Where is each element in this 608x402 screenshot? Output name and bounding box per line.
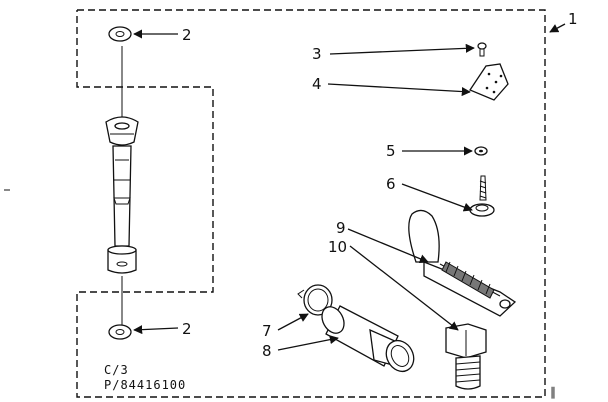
- callout-3: 3: [312, 45, 322, 63]
- callout-2-bottom: 2: [182, 320, 192, 338]
- coupling-8-drawing: [321, 305, 415, 373]
- callout-8: 8: [262, 342, 272, 360]
- callout-5: 5: [386, 142, 396, 160]
- bracket-9-drawing: [408, 209, 517, 317]
- callout-4: 4: [312, 75, 322, 93]
- nut-5-drawing: [474, 146, 488, 156]
- bolt-10-drawing: [445, 323, 487, 390]
- leader-lines: [133, 23, 566, 351]
- callout-9: 9: [336, 219, 346, 237]
- callout-1: 1: [568, 10, 578, 28]
- clamp-7-drawing: [297, 284, 333, 316]
- callout-2-top: 2: [182, 26, 192, 44]
- washer-top: [108, 26, 132, 42]
- clip-4-drawing: [469, 63, 509, 101]
- callout-10: 10: [328, 238, 347, 256]
- callout-6: 6: [386, 175, 396, 193]
- washer-bottom: [108, 324, 132, 340]
- edge-mark: ∥: [550, 385, 557, 399]
- footer-line-2: P/84416100: [104, 378, 186, 392]
- footer-line-1: C/3: [104, 363, 129, 377]
- callout-7: 7: [262, 322, 272, 340]
- screw-6-drawing: [469, 175, 495, 217]
- screw-3-drawing: [477, 42, 487, 57]
- hose-assembly-drawing: [105, 46, 139, 325]
